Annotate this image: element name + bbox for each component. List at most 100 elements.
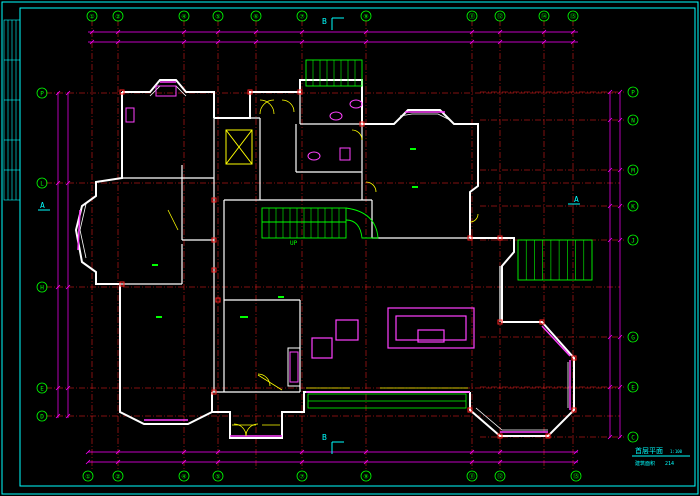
grid-bubble-top-circle xyxy=(112,10,124,22)
grid-bubble-left: E xyxy=(40,386,44,393)
dimension-tick xyxy=(570,29,576,35)
dimension-tick xyxy=(541,39,547,45)
dimension-tick xyxy=(253,39,259,45)
grid-bubble-top: ⑭ xyxy=(541,13,547,21)
column-marker xyxy=(215,297,221,303)
section-marks: B B A A xyxy=(38,17,580,454)
dimension-tick xyxy=(607,167,613,173)
dimension-tick xyxy=(89,29,95,35)
drawing-inner-frame xyxy=(19,7,696,487)
dimension-tick xyxy=(573,459,579,465)
dimension-tick xyxy=(89,39,95,45)
column-marker xyxy=(211,389,217,395)
grid-bubble-top: ④ xyxy=(181,14,186,21)
section-mark-right: A xyxy=(574,195,579,204)
dimension-tick xyxy=(181,449,187,455)
grid-bubble-right-circle xyxy=(627,234,639,246)
grid-bubble-right: M xyxy=(631,168,635,175)
bay-windows xyxy=(79,85,569,431)
window-marks xyxy=(77,81,571,437)
dimension-tick xyxy=(215,29,221,35)
east-stair xyxy=(517,239,593,281)
dimension-tick xyxy=(363,39,369,45)
dimension-tick xyxy=(55,180,61,186)
dimension-tick xyxy=(215,449,221,455)
grid-bubble-top-circle xyxy=(212,10,224,22)
dimension-tick xyxy=(363,449,369,455)
dimension-tick xyxy=(115,459,121,465)
interior-walls xyxy=(120,92,501,393)
dimension-tick xyxy=(363,29,369,35)
column-marker xyxy=(297,89,303,95)
grid-bubble-right: G xyxy=(631,335,635,342)
column-marker xyxy=(211,237,217,243)
grid-bubble-bottom-circle xyxy=(466,470,478,482)
title-block-title: 首层平面 xyxy=(635,446,663,455)
grid-bubble-top-circle xyxy=(567,10,579,22)
column-marker xyxy=(467,407,473,413)
east-stair-treads xyxy=(525,240,585,280)
grid-bubble-bottom: ⑨ xyxy=(363,474,368,481)
dimension-tick xyxy=(65,90,71,96)
dimension-tick xyxy=(607,89,613,95)
entry-stair-treads xyxy=(312,60,356,86)
dimension-tick xyxy=(617,384,623,390)
dimension-tick xyxy=(55,385,61,391)
title-block-scale: 1:100 xyxy=(670,449,683,454)
dimension-lines xyxy=(57,31,621,463)
dimension-tick xyxy=(617,89,623,95)
revision-strip xyxy=(3,19,21,201)
dimension-tick xyxy=(607,434,613,440)
doors xyxy=(167,99,479,437)
grid-bubble-bottom: ⑮ xyxy=(573,473,579,481)
grid-bubble-bottom-circle xyxy=(212,470,224,482)
section-mark-top: B xyxy=(322,17,327,26)
dimension-tick xyxy=(299,449,305,455)
grid-bubble-top-circle xyxy=(178,10,190,22)
grid-bubble-bottom: ② xyxy=(115,474,120,481)
dimension-tick xyxy=(541,29,547,35)
dimension-tick xyxy=(617,237,623,243)
dimension-tick xyxy=(617,434,623,440)
grid-bubble-top: ② xyxy=(115,14,120,21)
column-marker xyxy=(571,407,577,413)
dimension-ticks xyxy=(55,29,623,465)
dimension-tick xyxy=(215,459,221,465)
dimension-tick xyxy=(215,39,221,45)
dimension-tick xyxy=(181,29,187,35)
dimension-tick xyxy=(617,117,623,123)
grid-bubble-top-circle xyxy=(538,10,550,22)
dimension-tick xyxy=(55,90,61,96)
window-frames xyxy=(232,374,468,426)
grid-bubble-left: L xyxy=(40,181,44,188)
grid-bubble-right-circle xyxy=(627,114,639,126)
column-marker xyxy=(497,319,503,325)
sofa-set xyxy=(311,307,475,359)
dimension-tick xyxy=(607,117,613,123)
grid-bubble-top-circle xyxy=(466,10,478,22)
title-block-subtitle: 建筑面积 xyxy=(635,460,655,467)
dimension-tick xyxy=(617,167,623,173)
grid-bubble-left-circle xyxy=(36,281,48,293)
grid-bubble-top-circle xyxy=(360,10,372,22)
bathroom-fixtures xyxy=(125,85,363,161)
grid-bubble-left-circle xyxy=(36,382,48,394)
dimension-tick xyxy=(469,39,475,45)
grid-bubble-bottom-circle xyxy=(82,470,94,482)
dimension-tick xyxy=(497,449,503,455)
dimension-tick xyxy=(363,459,369,465)
elevator-shaft xyxy=(225,129,253,165)
dimension-tick xyxy=(65,180,71,186)
grid-bubble-top-circle xyxy=(296,10,308,22)
stair-treads xyxy=(268,208,340,238)
grid-bubble-top: ⑪ xyxy=(469,13,475,21)
column-markers xyxy=(119,89,577,439)
dimension-tick xyxy=(570,39,576,45)
grid-bubble-top-circle xyxy=(494,10,506,22)
grid-bubble-right: P xyxy=(631,90,635,97)
column-marker xyxy=(211,267,217,273)
column-marker xyxy=(119,281,125,287)
grid-bubble-bottom-circle xyxy=(570,470,582,482)
